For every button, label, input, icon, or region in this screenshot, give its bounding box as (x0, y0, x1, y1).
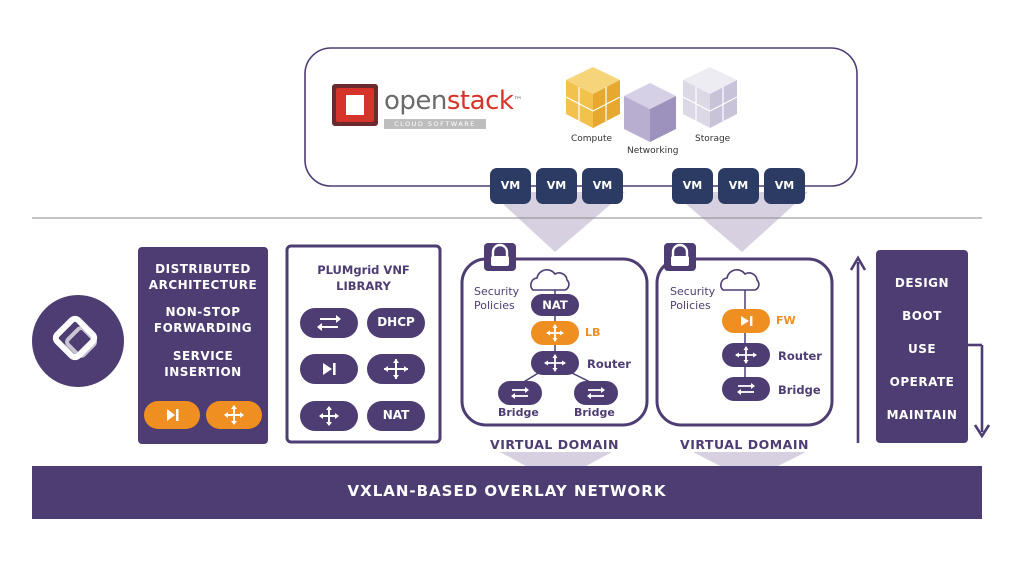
vnf-firewall-pill (300, 354, 358, 384)
vnf-library-title-line2: LIBRARY (336, 279, 391, 293)
nat-node: NAT (531, 294, 579, 316)
lifecycle-item-operate: OPERATE (889, 375, 955, 389)
feature-line: NON-STOP (165, 305, 241, 319)
overlay-funnel-left (500, 452, 612, 466)
vnf-dhcp-label: DHCP (377, 315, 415, 329)
virtual-domain-label-right: VIRTUAL DOMAIN (680, 437, 809, 452)
lifecycle-arrow-down-icon (968, 343, 991, 439)
vm-box: VM (718, 168, 759, 204)
lb-label: LB (585, 326, 601, 339)
vm-box: VM (764, 168, 805, 204)
router-icon (735, 346, 757, 364)
router-label: Router (587, 357, 631, 371)
vnf-router-pill (367, 354, 425, 384)
compute-cube-icon (565, 67, 621, 128)
bridge-node-left (498, 381, 542, 405)
bridge-icon (587, 387, 605, 399)
openstack-logo-text: openstack™ (384, 86, 522, 116)
load-balancer-icon (224, 405, 244, 425)
router-label: Router (778, 349, 822, 363)
vnf-nat-label: NAT (382, 408, 410, 422)
storage-label: Storage (695, 134, 731, 144)
bridge-label: Bridge (778, 383, 821, 397)
openstack-logo-stack: stack (446, 86, 514, 116)
bridge-icon (737, 383, 755, 395)
vnf-library-frame (285, 244, 442, 444)
feature-firewall-pill (144, 401, 200, 429)
feature-line: FORWARDING (153, 321, 253, 335)
vm-funnel-right (672, 192, 808, 252)
feature-line: DISTRIBUTED (155, 262, 251, 276)
router-node (722, 343, 770, 367)
lifecycle-item-boot: BOOT (902, 309, 942, 323)
features-panel (138, 247, 268, 444)
fw-node (722, 309, 770, 333)
lifecycle-item-design: DESIGN (894, 276, 950, 290)
nat-node-label: NAT (542, 298, 568, 312)
bridge-right-label: Bridge (574, 406, 615, 419)
lifecycle-item-use: USE (907, 342, 937, 356)
vnf-dhcp-pill: DHCP (367, 308, 425, 338)
firewall-icon (323, 363, 336, 375)
vm-box: VM (672, 168, 713, 204)
firewall-icon (741, 316, 753, 326)
feature-line: ARCHITECTURE (148, 278, 258, 292)
bridge-icon (511, 387, 529, 399)
overlay-network-label: VXLAN-BASED OVERLAY NETWORK (347, 482, 667, 500)
lock-icon-left (484, 243, 516, 271)
cloud-icon-left (530, 269, 570, 291)
bridge-node (722, 377, 770, 401)
router-icon (384, 359, 408, 379)
vnf-nat-pill: NAT (367, 401, 425, 431)
overlay-funnel-right (693, 452, 806, 466)
firewall-icon (167, 409, 179, 421)
vm-box: VM (582, 168, 623, 204)
feature-load-balancer-pill (206, 401, 262, 429)
networking-cube-icon (624, 83, 676, 142)
vm-funnel-left (490, 192, 625, 252)
lifecycle-item-maintain: MAINTAIN (886, 408, 958, 422)
security-policies-line1: Security (474, 285, 520, 298)
router-node (531, 351, 579, 375)
vnf-bridge-pill (300, 308, 358, 338)
vm-box: VM (536, 168, 577, 204)
bridge-icon (317, 315, 341, 331)
fw-label: FW (776, 314, 796, 327)
security-policies-line2: Policies (670, 299, 711, 312)
vnf-library-title-line1: PLUMgrid VNF (317, 263, 410, 277)
overlay-network-bar (32, 466, 982, 519)
openstack-tagline: CLOUD SOFTWARE (384, 119, 486, 129)
lifecycle-panel-text: DESIGN BOOT USE OPERATE MAINTAIN (876, 276, 968, 426)
storage-cube-icon (682, 67, 738, 128)
features-panel-text: DISTRIBUTED ARCHITECTURE NON-STOP FORWAR… (138, 262, 268, 382)
lock-icon-right (664, 243, 696, 271)
virtual-domain-label-left: VIRTUAL DOMAIN (490, 437, 619, 452)
security-policies-line2: Policies (474, 299, 515, 312)
plumgrid-logo-icon (32, 295, 124, 387)
bridge-node-right (574, 381, 618, 405)
vnf-load-balancer-pill (300, 401, 358, 431)
security-policies-line1: Security (670, 285, 716, 298)
lifecycle-panel (876, 250, 968, 443)
openstack-logo-tm: ™ (513, 96, 522, 106)
cloud-icon-right (720, 269, 760, 291)
bridge-left-label: Bridge (498, 406, 539, 419)
openstack-logo-open: open (384, 86, 447, 116)
load-balancer-icon (546, 324, 564, 342)
feature-line: INSERTION (164, 365, 242, 379)
lb-node (531, 321, 579, 345)
compute-label: Compute (571, 134, 613, 144)
load-balancer-icon (319, 406, 339, 426)
feature-line: SERVICE (172, 349, 234, 363)
lifecycle-arrow-up-icon (849, 255, 867, 443)
networking-label: Networking (627, 146, 679, 156)
router-icon (544, 354, 566, 372)
openstack-logo-icon (332, 84, 378, 126)
vm-box: VM (490, 168, 531, 204)
